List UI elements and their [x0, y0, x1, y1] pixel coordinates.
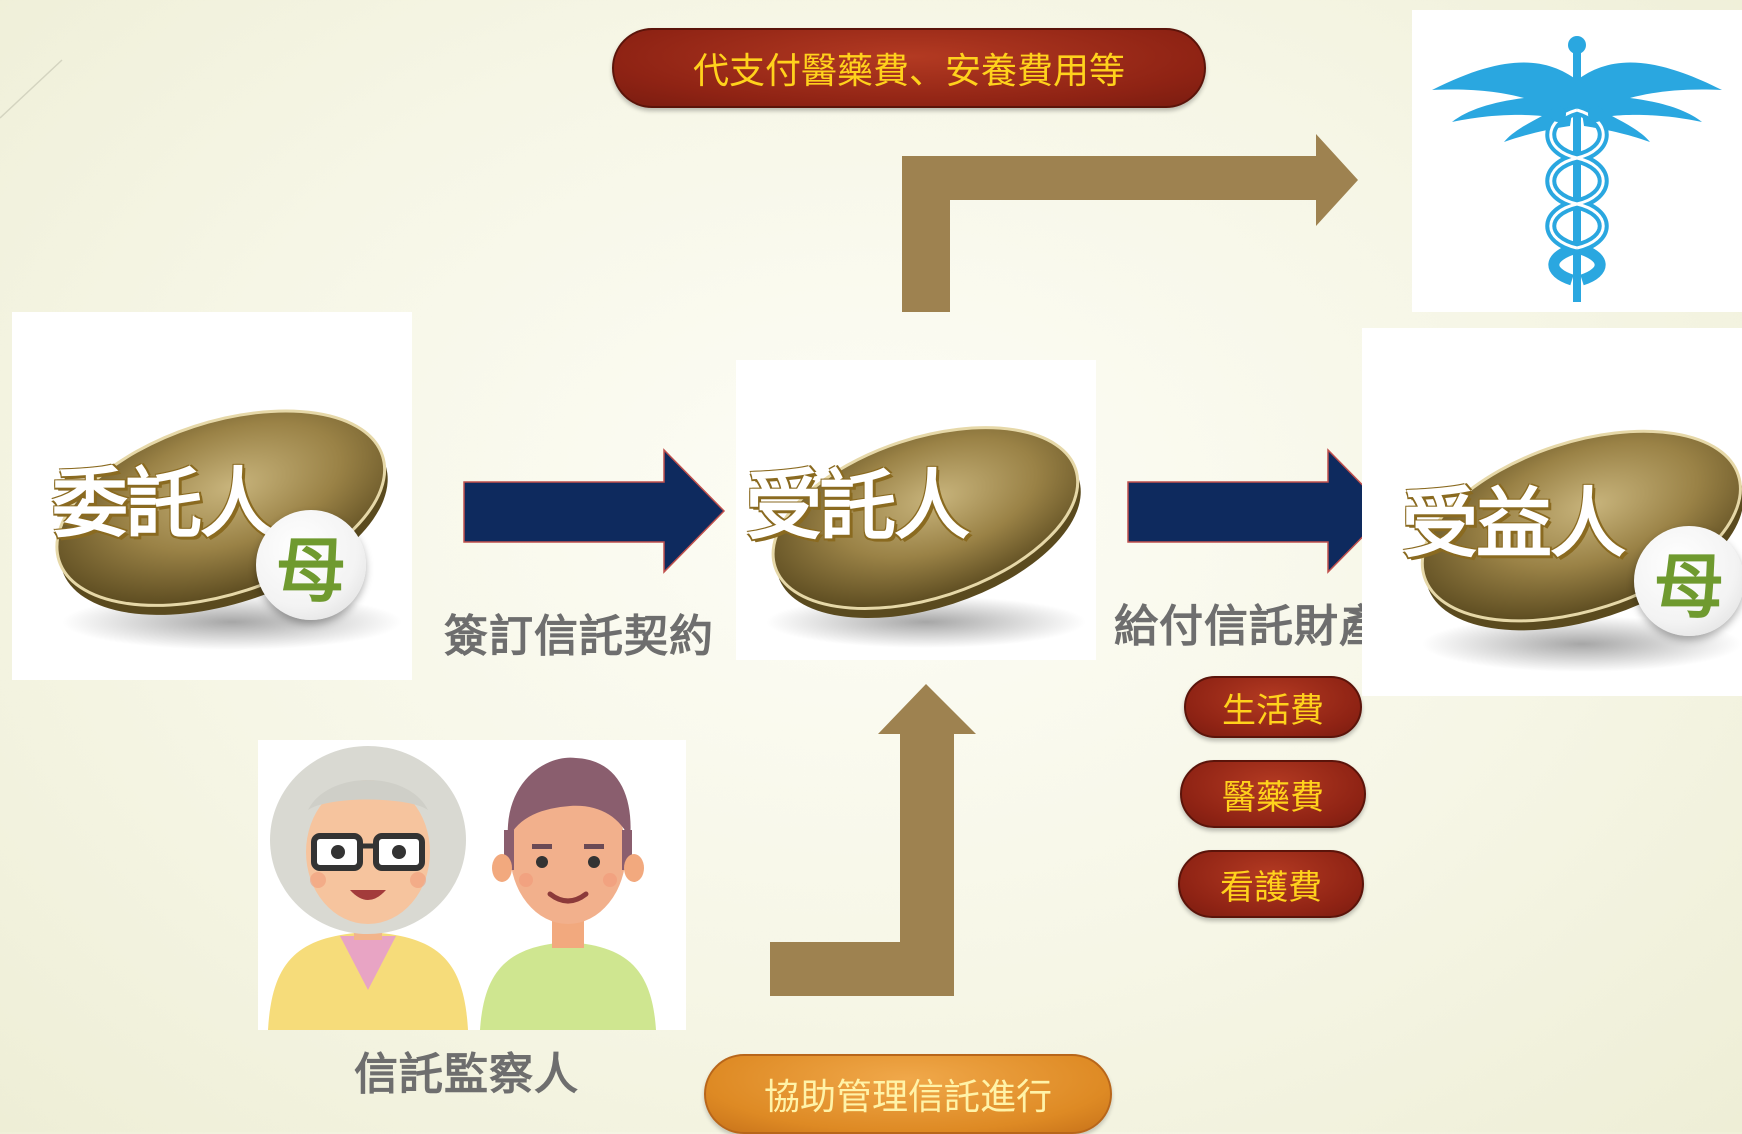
arrow-to-medical — [902, 134, 1358, 312]
beneficiary-label: 受益人 — [1402, 479, 1626, 568]
mother-badge-settlor: 母 — [256, 510, 366, 620]
settlor-label: 委託人 — [52, 459, 276, 548]
trustee-label: 受託人 — [746, 461, 970, 550]
pill-pay-expenses-label: 代支付醫藥費、安養費用等 — [692, 51, 1125, 92]
medical-card — [1412, 10, 1742, 312]
mother-badge-beneficiary: 母 — [1634, 526, 1742, 636]
elderly-woman-icon — [268, 746, 468, 1030]
pill-medical-expense-label: 醫藥費 — [1222, 777, 1324, 818]
arrow-pay-property — [1127, 448, 1390, 574]
caduceus-icon — [1432, 36, 1722, 302]
beneficiary-card: 受益人 母 — [1362, 328, 1742, 696]
pill-nursing-expense-label: 看護費 — [1220, 867, 1322, 908]
mother-badge-beneficiary-text: 母 — [1654, 545, 1724, 628]
pill-assist-management-label: 協助管理信託進行 — [763, 1077, 1052, 1118]
pill-medical-expense: 醫藥費 — [1180, 760, 1366, 828]
supervisor-illustration — [268, 746, 656, 1030]
pill-living-expense: 生活費 — [1184, 676, 1362, 738]
settlor-card: 委託人 母 — [12, 312, 412, 680]
arrow-assist — [770, 684, 976, 996]
pill-assist-management: 協助管理信託進行 — [704, 1054, 1112, 1134]
supervisor-label: 信託監察人 — [354, 1049, 579, 1100]
pill-pay-expenses: 代支付醫藥費、安養費用等 — [612, 28, 1206, 108]
sign-contract-label: 簽訂信託契約 — [444, 611, 714, 662]
pill-living-expense-label: 生活費 — [1222, 690, 1324, 731]
coin-trustee — [766, 426, 1086, 648]
supervisor-card — [258, 740, 686, 1030]
corner-decoration — [0, 59, 63, 119]
pay-property-label: 給付信託財產 — [1114, 601, 1384, 652]
pill-nursing-expense: 看護費 — [1178, 850, 1364, 918]
mother-badge-settlor-text: 母 — [276, 529, 346, 612]
trustee-card: 受託人 — [736, 360, 1096, 660]
arrow-sign-contract — [463, 448, 726, 574]
young-man-icon — [480, 757, 656, 1030]
